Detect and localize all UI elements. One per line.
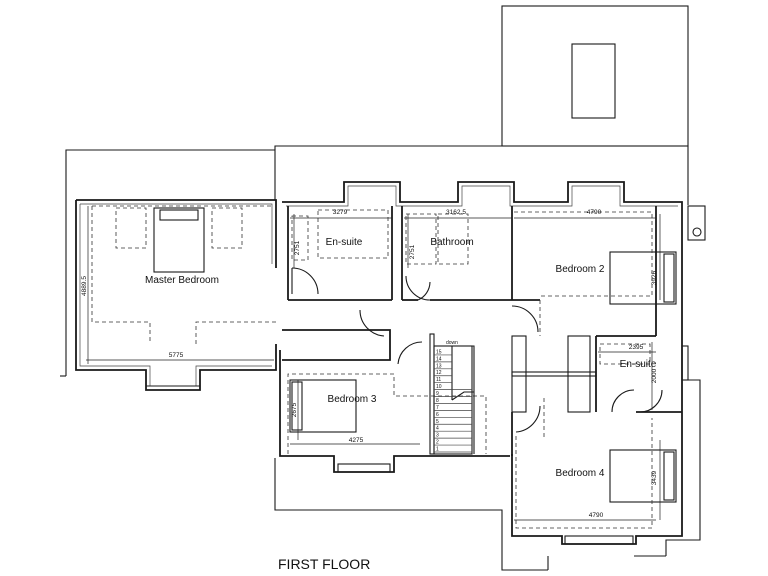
dim-bedroom3-width: 4275 <box>349 437 364 444</box>
stairs-down-label: down <box>446 340 458 346</box>
room-label-ensuite-1: En-suite <box>326 237 363 248</box>
stair-step-number: 1 <box>436 447 439 453</box>
room-label-master-bedroom: Master Bedroom <box>145 275 219 286</box>
master-bed <box>153 207 205 273</box>
room-label-ensuite-2: En-suite <box>620 359 657 370</box>
stair-step-number: 12 <box>436 370 442 376</box>
dim-ensuite2-depth: 2000 <box>651 368 658 383</box>
stair-step-number: 7 <box>436 405 439 411</box>
room-label-bedroom-4: Bedroom 4 <box>556 468 605 479</box>
drawing-title: FIRST FLOOR <box>278 556 370 572</box>
stair-step-number: 5 <box>436 419 439 425</box>
dim-bedroom4-width: 4790 <box>589 512 604 519</box>
external-walls <box>75 181 706 545</box>
stair-step-number: 3 <box>436 433 439 439</box>
dim-bedroom4-depth: 3439 <box>651 470 658 485</box>
rooflight <box>571 43 616 119</box>
stair-step-number: 8 <box>436 398 439 404</box>
room-label-bedroom-3: Bedroom 3 <box>328 394 377 405</box>
internal-walls <box>282 206 682 456</box>
stair-step-number: 15 <box>436 349 442 355</box>
stair-step-number: 10 <box>436 384 442 390</box>
roof-outline <box>60 145 701 571</box>
garage-roof-outline <box>501 5 689 147</box>
stair-step-number: 11 <box>436 377 441 383</box>
stair-step-number: 9 <box>436 391 439 397</box>
bedroom3-bed <box>289 379 357 433</box>
dim-bedroom2-depth: 3926 <box>651 270 658 285</box>
dim-ensuite2-width: 2395 <box>629 344 644 351</box>
dim-master-width: 5775 <box>169 352 184 359</box>
stair-step-number: 6 <box>436 412 439 418</box>
dimension-lines <box>86 206 661 521</box>
dim-ensuite1-depth: 2751 <box>294 240 301 255</box>
bedroom2-bed <box>609 251 677 305</box>
dim-bedroom2-width: 4790 <box>587 209 602 216</box>
dim-ensuite1-width: 3279 <box>333 209 348 216</box>
stair-step-number: 13 <box>436 363 442 369</box>
dim-bathroom-width: 3162.5 <box>446 209 466 216</box>
dim-master-depth: 4889.5 <box>81 276 88 296</box>
bedroom4-bed <box>609 449 677 503</box>
doors <box>291 267 663 433</box>
dim-bedroom3-depth: 2675 <box>291 402 298 417</box>
stair-step-number: 2 <box>436 440 439 446</box>
furniture <box>91 205 677 529</box>
stair-step-number: 4 <box>436 426 439 432</box>
stair-step-number: 14 <box>436 356 442 362</box>
room-label-bedroom-2: Bedroom 2 <box>556 264 605 275</box>
room-label-bathroom: Bathroom <box>430 237 473 248</box>
dim-bathroom-depth: 2751 <box>409 244 416 259</box>
